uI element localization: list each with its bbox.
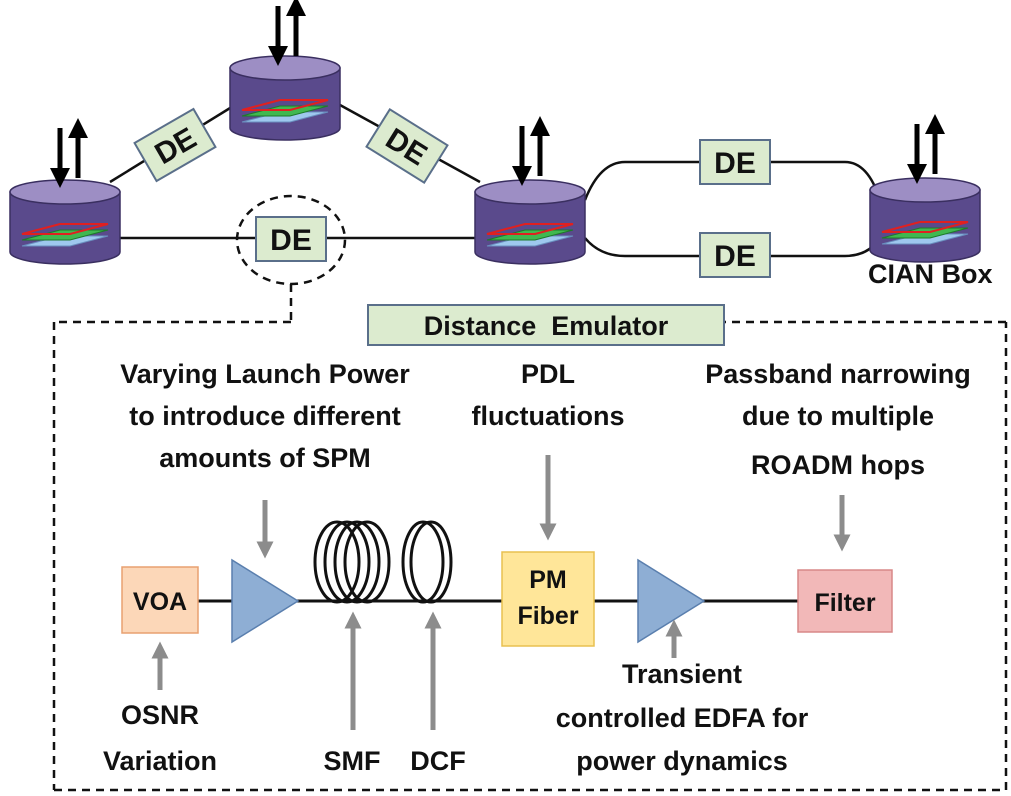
- edfa-line1: Transient: [622, 659, 742, 689]
- launch-power-line3: amounts of SPM: [159, 443, 371, 473]
- wavelength-layers-icon: [21, 223, 109, 247]
- edfa-line2: controlled EDFA for: [556, 703, 809, 733]
- smf-label: SMF: [324, 746, 381, 776]
- wavelength-layers-icon: [881, 221, 969, 245]
- pm-fiber-label-line1: PM: [529, 566, 567, 594]
- emulator-frame: [52, 284, 1008, 792]
- dcf-coil-icon: [401, 520, 453, 604]
- passband-line3: ROADM hops: [751, 450, 925, 480]
- voa-box[interactable]: VOA: [121, 566, 199, 634]
- de-label: DE: [270, 224, 312, 257]
- cian-box-label: CIAN Box: [868, 259, 993, 289]
- node-2[interactable]: [229, 0, 341, 141]
- node-3[interactable]: [474, 116, 586, 265]
- passband-line2: due to multiple: [742, 401, 934, 431]
- node-1[interactable]: [9, 118, 121, 265]
- de-box-node3-node4-lower[interactable]: DE: [699, 232, 771, 278]
- annotation-arrows: [151, 455, 851, 730]
- launch-power-line2: to introduce different: [129, 401, 401, 431]
- passband-line1: Passband narrowing: [705, 359, 971, 389]
- launch-power-annotation: Varying Launch Power to introduce differ…: [120, 359, 410, 473]
- amplifier-1-icon[interactable]: [231, 558, 300, 644]
- osnr-annotation: OSNR Variation: [103, 700, 217, 776]
- voa-label: VOA: [133, 588, 187, 616]
- filter-box[interactable]: Filter: [797, 569, 893, 633]
- add-drop-arrows-icon: [268, 0, 306, 66]
- pm-fiber-box[interactable]: PM Fiber: [501, 551, 595, 647]
- wavelength-layers-icon: [241, 99, 329, 123]
- de-box-node3-node4-upper[interactable]: DE: [699, 139, 771, 185]
- node-4[interactable]: [869, 114, 981, 263]
- edfa-annotation: Transient controlled EDFA for power dyna…: [556, 659, 809, 776]
- wavelength-layers-icon: [486, 223, 574, 247]
- add-drop-arrows-icon: [512, 116, 550, 186]
- amplifier-2-icon[interactable]: [637, 558, 706, 644]
- launch-power-line1: Varying Launch Power: [120, 359, 410, 389]
- osnr-line1: OSNR: [121, 700, 199, 730]
- add-drop-arrows-icon: [50, 118, 88, 188]
- edfa-line3: power dynamics: [576, 746, 788, 776]
- osnr-line2: Variation: [103, 746, 217, 776]
- pdl-line2: fluctuations: [472, 401, 625, 431]
- pdl-line1: PDL: [521, 359, 575, 389]
- de-label: DE: [714, 240, 756, 273]
- emulator-title-box: Distance Emulator: [367, 304, 725, 346]
- de-box-node1-node2[interactable]: DE: [133, 107, 217, 183]
- pm-fiber-label-line2: Fiber: [517, 602, 578, 630]
- dcf-label: DCF: [410, 746, 466, 776]
- de-label: DE: [714, 147, 756, 180]
- smf-coil-icon: [313, 520, 391, 604]
- emulator-title: Distance Emulator: [424, 311, 669, 341]
- pdl-annotation: PDL fluctuations: [472, 359, 625, 431]
- passband-annotation: Passband narrowing due to multiple ROADM…: [705, 359, 971, 480]
- de-box-node1-node3[interactable]: DE: [255, 216, 327, 262]
- add-drop-arrows-icon: [907, 114, 945, 184]
- de-box-node2-node3[interactable]: DE: [365, 107, 449, 185]
- filter-label: Filter: [814, 589, 875, 617]
